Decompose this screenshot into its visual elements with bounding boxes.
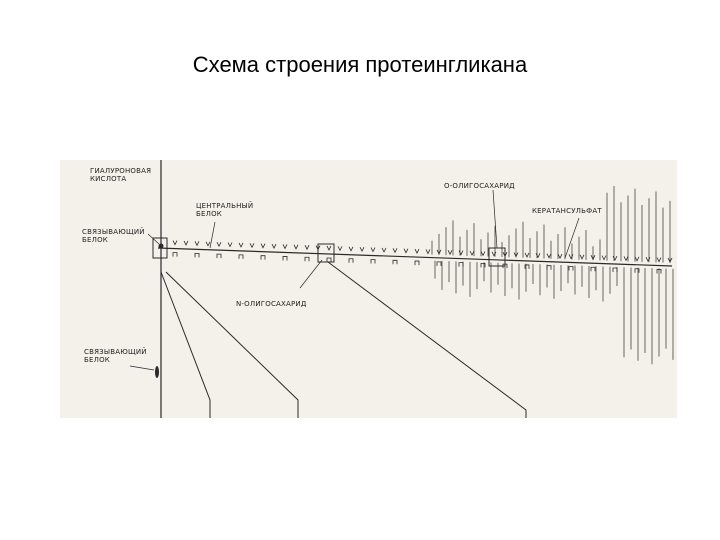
leader-link-top (147, 233, 160, 245)
o-oligosaccharide-mark (315, 245, 321, 251)
n-oligosaccharide-mark (260, 255, 266, 260)
o-oligosaccharide-mark (194, 241, 200, 247)
o-oligosaccharide-mark (293, 244, 299, 250)
o-oligosaccharide-mark (546, 253, 552, 259)
n-oligosaccharide-zoom-box (317, 243, 335, 263)
o-oligosaccharide-mark (271, 243, 277, 249)
o-oligosaccharide-mark (172, 240, 178, 246)
slide-title: Схема строения протеингликана (192, 52, 528, 77)
proteoglycan-diagram: ГИАЛУРОНОВАЯ КИСЛОТА СВЯЗЫВАЮЩИЙ БЕЛОК Ц… (60, 160, 677, 418)
o-oligosaccharide-mark (634, 256, 640, 262)
n-oligosaccharide-mark (282, 256, 288, 261)
n-oligosaccharide-mark (392, 259, 398, 265)
o-oligosaccharide-mark (282, 244, 288, 250)
o-oligosaccharide-mark (612, 255, 618, 261)
o-oligosaccharide-mark (337, 246, 343, 252)
n-oligosaccharide-mark (436, 261, 442, 266)
label-line: БЕЛОК (84, 356, 110, 364)
leader-link-bottom (129, 365, 155, 371)
o-oligosaccharide-mark (249, 243, 255, 249)
o-oligosaccharide-mark (183, 240, 189, 246)
o-oligosaccharide-mark (348, 246, 354, 252)
label-link-protein-bottom: СВЯЗЫВАЮЩИЙ БЕЛОК (84, 348, 147, 364)
n-oligosaccharide-mark (326, 257, 332, 262)
leader-o-oligo (492, 189, 498, 249)
o-oligosaccharide-mark (568, 254, 574, 260)
n-oligosaccharide-mark (612, 267, 618, 273)
n-oligosaccharide-mark (370, 259, 376, 264)
zoom-projection-center (327, 261, 527, 418)
o-oligosaccharide-mark (601, 255, 607, 261)
label-line: СВЯЗЫВАЮЩИЙ (84, 348, 147, 356)
o-oligosaccharide-mark (425, 249, 431, 255)
o-oligosaccharide-mark (216, 241, 222, 248)
n-oligosaccharide-mark (238, 254, 244, 259)
label-line: СВЯЗЫВАЮЩИЙ (82, 228, 145, 236)
o-oligosaccharide-mark (205, 241, 211, 247)
leader-n-oligo (299, 259, 323, 289)
label-link-protein-top: СВЯЗЫВАЮЩИЙ БЕЛОК (82, 228, 145, 244)
o-oligosaccharide-mark (381, 247, 387, 253)
o-oligosaccharide-mark (469, 250, 475, 256)
leader-core-protein (209, 221, 216, 249)
label-n-oligosaccharide: N-ОЛИГОСАХАРИД (236, 300, 307, 308)
n-oligosaccharide-mark (480, 262, 486, 268)
keratan-sulfate-bristles (431, 185, 674, 365)
n-oligosaccharide-mark (458, 262, 464, 267)
o-oligosaccharide-mark (447, 250, 453, 256)
n-oligosaccharide-mark (304, 256, 310, 262)
leader-keratan (564, 217, 580, 259)
o-oligosaccharide-mark (458, 250, 464, 256)
link-protein-knob (155, 366, 159, 378)
n-oligosaccharide-mark (216, 253, 222, 259)
n-oligosaccharide-mark (524, 264, 530, 269)
n-oligosaccharide-mark (590, 266, 596, 272)
label-line: ЦЕНТРАЛЬНЫЙ (196, 202, 254, 210)
o-oligosaccharide-mark (260, 243, 266, 249)
o-oligosaccharide-mark (557, 253, 563, 259)
o-oligosaccharide-mark (524, 252, 530, 258)
o-oligosaccharide-mark (359, 246, 365, 253)
o-oligosaccharide-mark (414, 248, 420, 254)
label-line: БЕЛОК (82, 236, 108, 244)
o-oligosaccharide-mark (656, 257, 662, 263)
o-oligosaccharide-zoom-box (488, 247, 506, 267)
n-oligosaccharide-mark (546, 265, 552, 270)
o-oligosaccharide-mark (227, 242, 233, 248)
zoom-projection-left (160, 271, 211, 418)
label-line: КИСЛОТА (90, 175, 127, 183)
n-oligosaccharide-mark (568, 266, 574, 271)
diagram-drawing (129, 160, 674, 418)
n-oligosaccharide-mark (194, 252, 200, 258)
o-oligosaccharide-mark (535, 253, 541, 259)
n-oligosaccharide-mark (172, 252, 178, 257)
o-oligosaccharide-mark (238, 242, 244, 248)
label-line: ГИАЛУРОНОВАЯ (90, 167, 152, 175)
o-oligosaccharide-mark (645, 256, 651, 263)
o-oligosaccharide-mark (491, 251, 497, 257)
o-oligosaccharide-mark (403, 248, 409, 254)
o-oligosaccharide-mark (502, 251, 508, 258)
n-oligosaccharide-mark (634, 268, 640, 273)
o-oligosaccharide-mark (392, 248, 398, 254)
zoom-projection-left-inner (165, 271, 299, 418)
o-oligosaccharide-mark (623, 256, 629, 262)
link-protein-box (152, 237, 168, 259)
o-oligosaccharide-mark (579, 254, 585, 260)
o-oligosaccharide-mark (304, 245, 310, 251)
o-oligosaccharide-mark (480, 251, 486, 257)
label-hyaluronic-acid: ГИАЛУРОНОВАЯ КИСЛОТА (90, 167, 151, 183)
oligosaccharide-marks (172, 240, 673, 274)
n-oligosaccharide-mark (414, 260, 420, 266)
o-oligosaccharide-mark (326, 245, 332, 251)
label-line: БЕЛОК (196, 210, 222, 218)
label-keratan-sulfate: КЕРАТАНСУЛЬФАТ (532, 207, 602, 215)
core-protein-axis (157, 247, 673, 267)
label-o-oligosaccharide: О-ОЛИГОСАХАРИД (444, 182, 515, 190)
link-protein-knob (158, 243, 164, 249)
label-core-protein: ЦЕНТРАЛЬНЫЙ БЕЛОК (196, 202, 253, 218)
n-oligosaccharide-mark (348, 258, 354, 263)
o-oligosaccharide-mark (370, 247, 376, 253)
